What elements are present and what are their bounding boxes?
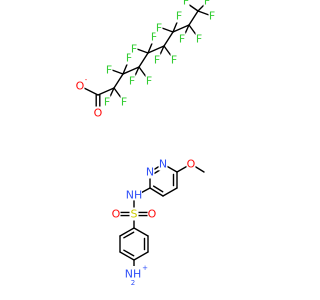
fluorine-atom: F	[121, 96, 127, 109]
label-mask	[195, 32, 203, 46]
ring-bond	[119, 227, 135, 237]
label-mask	[208, 9, 216, 23]
label-mask	[153, 53, 161, 67]
label-mask	[155, 21, 163, 35]
c-f-bond	[111, 69, 124, 75]
label-mask	[130, 42, 138, 56]
ring-bond	[133, 251, 149, 261]
fluorine-atom: F	[126, 52, 132, 65]
label-mask	[126, 188, 142, 202]
ring-double-bond	[123, 249, 135, 257]
label-mask	[129, 207, 139, 221]
ring-nitrogen: N	[159, 158, 167, 171]
fluorine-atom: F	[176, 10, 182, 23]
ammonium-nh: NH	[125, 268, 142, 281]
methoxy-oxygen: O	[187, 158, 196, 171]
ring-bond	[119, 251, 135, 261]
label-mask	[182, 0, 190, 8]
label-mask	[145, 165, 155, 179]
label-mask	[170, 53, 178, 67]
fluorine-atom: F	[156, 22, 162, 35]
label-mask	[128, 74, 136, 88]
label-mask	[93, 106, 103, 120]
chain-bond	[188, 10, 199, 26]
fluorine-atom: F	[104, 96, 110, 109]
positive-charge: +	[142, 264, 148, 272]
chain-bond	[163, 31, 174, 47]
fluorine-atom: F	[129, 75, 135, 88]
chain-bond	[113, 73, 124, 89]
fluorine-atom: F	[204, 0, 210, 8]
chain-bond	[97, 87, 115, 96]
ring-double-bond	[123, 231, 135, 239]
h-subscript: 2	[131, 279, 135, 287]
label-mask	[150, 30, 158, 44]
c-f-bond	[161, 27, 174, 33]
chain-bond	[138, 52, 149, 68]
chain-bond	[147, 45, 165, 54]
carboxylate-bond	[83, 87, 99, 96]
label-mask	[178, 32, 186, 46]
ring-double-bond	[152, 185, 164, 193]
label-mask	[203, 0, 211, 8]
sulfonyl-oxygen: O	[148, 208, 157, 221]
ring-bond	[162, 187, 178, 197]
chain-bond	[172, 24, 190, 33]
ring-bond	[133, 227, 149, 237]
label-mask	[111, 207, 121, 221]
sulfonamide-nh: NH	[126, 189, 143, 202]
c-f-bond	[187, 3, 199, 12]
c-f-bond	[197, 10, 210, 16]
label-mask	[186, 157, 196, 171]
fluorine-atom: F	[209, 10, 215, 23]
label-mask	[125, 51, 133, 65]
carboxylate-oxygen: O	[76, 80, 85, 93]
carbonyl-oxygen: O	[94, 107, 103, 120]
negative-charge: -	[85, 76, 88, 84]
label-mask	[158, 157, 168, 171]
sulfonyl-oxygen: O	[112, 208, 121, 221]
sulfur-atom: S	[131, 208, 138, 221]
label-mask	[120, 95, 128, 109]
fluorine-atom: F	[146, 75, 152, 88]
label-mask	[147, 207, 157, 221]
ring-nitrogen: N	[146, 166, 154, 179]
fluorine-atom: F	[183, 0, 189, 8]
fluorine-atom: F	[154, 54, 160, 67]
label-mask	[103, 95, 111, 109]
fluorine-atom: F	[196, 33, 202, 46]
c-f-bond	[136, 48, 149, 54]
label-mask	[75, 79, 85, 93]
label-mask	[105, 63, 113, 77]
label-mask	[145, 74, 153, 88]
fluorine-atom: F	[106, 64, 112, 77]
fluorine-atom: F	[171, 54, 177, 67]
ring-bond	[149, 187, 164, 197]
fluorine-atom: F	[151, 31, 157, 44]
label-mask	[175, 9, 183, 23]
fluorine-atom: F	[131, 43, 137, 56]
fluorine-atom: F	[179, 33, 185, 46]
chain-bond	[122, 66, 140, 75]
ammonium-group: NH2 +	[125, 264, 148, 287]
